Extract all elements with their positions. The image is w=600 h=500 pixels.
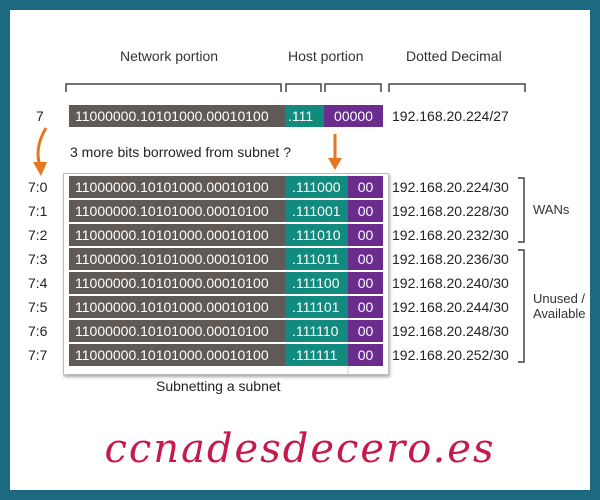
unused-label: Unused / bbox=[533, 291, 586, 306]
row-label: 7:3 bbox=[28, 251, 48, 267]
row-label: 7:1 bbox=[28, 203, 48, 219]
row-host: .111000 bbox=[285, 176, 348, 198]
header-host-portion: Host portion bbox=[288, 48, 364, 64]
unused-bracket bbox=[518, 249, 525, 363]
top-row-host: .111 bbox=[285, 105, 324, 127]
available-label: Available bbox=[533, 306, 586, 321]
row-label: 7:5 bbox=[28, 299, 48, 315]
row-network: 11000000.10101000.00010100 bbox=[69, 296, 285, 318]
row-host: .111100 bbox=[285, 272, 348, 294]
row-dotted: 192.168.20.248/30 bbox=[392, 323, 509, 339]
row-dotted: 192.168.20.228/30 bbox=[392, 203, 509, 219]
row-subnet: 00 bbox=[348, 344, 383, 366]
row-subnet: 00 bbox=[348, 248, 383, 270]
top-row-subnet: 00000 bbox=[324, 105, 383, 127]
row-dotted: 192.168.20.252/30 bbox=[392, 347, 509, 363]
row-host: .111111 bbox=[285, 344, 348, 366]
arrows bbox=[33, 127, 342, 176]
row-network: 11000000.10101000.00010100 bbox=[69, 176, 285, 198]
wans-bracket bbox=[518, 177, 525, 243]
header-brackets bbox=[65, 83, 526, 92]
row-label: 7:4 bbox=[28, 275, 48, 291]
row-subnet: 00 bbox=[348, 320, 383, 342]
row-network: 11000000.10101000.00010100 bbox=[69, 224, 285, 246]
row-host: .111101 bbox=[285, 296, 348, 318]
row-dotted: 192.168.20.232/30 bbox=[392, 227, 509, 243]
row-subnet: 00 bbox=[348, 224, 383, 246]
top-row-label: 7 bbox=[36, 108, 44, 124]
site-brand: ccnadesdecero.es bbox=[104, 426, 496, 472]
row-network: 11000000.10101000.00010100 bbox=[69, 344, 285, 366]
top-row-dotted: 192.168.20.224/27 bbox=[392, 108, 509, 124]
borrow-note: 3 more bits borrowed from subnet ? bbox=[70, 144, 291, 160]
diagram-panel: Network portion Host portion Dotted Deci… bbox=[10, 10, 590, 490]
row-host: .111110 bbox=[285, 320, 348, 342]
row-dotted: 192.168.20.224/30 bbox=[392, 179, 509, 195]
row-subnet: 00 bbox=[348, 176, 383, 198]
header-network-portion: Network portion bbox=[120, 48, 219, 64]
row-host: .111001 bbox=[285, 200, 348, 222]
row-host: .111010 bbox=[285, 224, 348, 246]
row-network: 11000000.10101000.00010100 bbox=[69, 200, 285, 222]
row-label: 7:2 bbox=[28, 227, 48, 243]
wans-label: WANs bbox=[533, 202, 570, 217]
row-host: .111011 bbox=[285, 248, 348, 270]
row-subnet: 00 bbox=[348, 296, 383, 318]
row-network: 11000000.10101000.00010100 bbox=[69, 272, 285, 294]
top-row-network: 11000000.10101000.00010100 bbox=[69, 105, 285, 127]
header-dotted-decimal: Dotted Decimal bbox=[406, 48, 502, 64]
row-label: 7:7 bbox=[28, 347, 48, 363]
group-brackets bbox=[518, 177, 525, 363]
caption: Subnetting a subnet bbox=[156, 378, 281, 394]
row-dotted: 192.168.20.236/30 bbox=[392, 251, 509, 267]
arrow-head-icon bbox=[328, 158, 342, 170]
arrow-head-icon bbox=[33, 162, 47, 176]
row-label: 7:0 bbox=[28, 179, 48, 195]
row-subnet: 00 bbox=[348, 200, 383, 222]
row-network: 11000000.10101000.00010100 bbox=[69, 320, 285, 342]
row-label: 7:6 bbox=[28, 323, 48, 339]
row-dotted: 192.168.20.240/30 bbox=[392, 275, 509, 291]
row-network: 11000000.10101000.00010100 bbox=[69, 248, 285, 270]
row-subnet: 00 bbox=[348, 272, 383, 294]
row-dotted: 192.168.20.244/30 bbox=[392, 299, 509, 315]
